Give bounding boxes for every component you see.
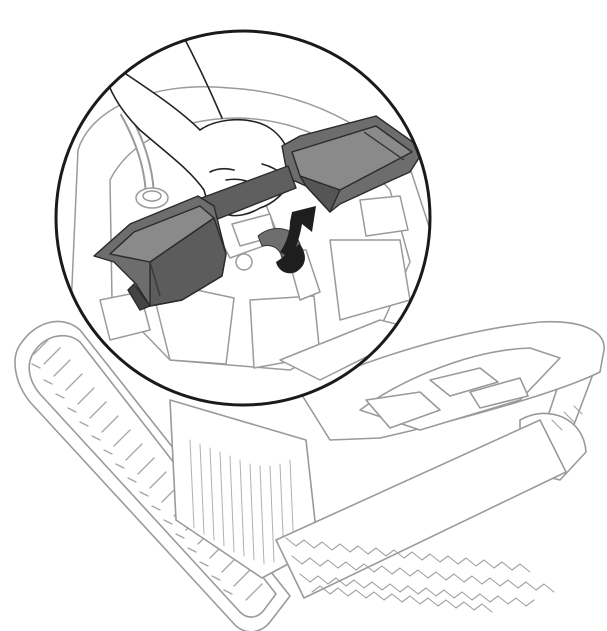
zoom-detail	[54, 29, 432, 407]
filter-ribs	[189, 439, 295, 565]
rotate-arrow-icon	[257, 206, 316, 274]
robot-housing	[169, 399, 319, 579]
brush-roller	[275, 419, 567, 613]
pool-robot	[14, 320, 605, 631]
robot-lid	[299, 320, 605, 441]
filter-cover-part	[93, 115, 425, 311]
